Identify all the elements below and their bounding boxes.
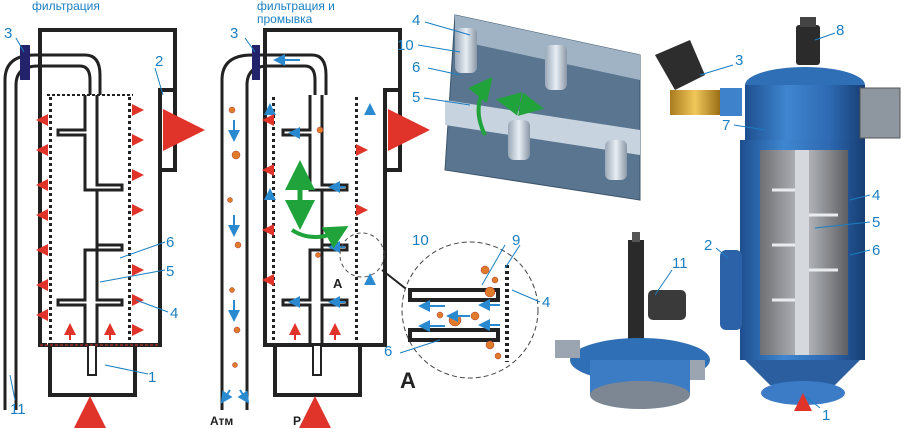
label-3-middle: 3 — [230, 25, 238, 42]
label-10-inset: 10 — [397, 37, 414, 54]
label-6-detail: 6 — [384, 343, 392, 360]
schematic-filtration — [3, 28, 205, 428]
label-4-left: 4 — [170, 305, 178, 322]
label-2-right: 2 — [704, 237, 712, 254]
label-3-left: 3 — [4, 25, 12, 42]
label-5-left: 5 — [166, 263, 174, 280]
label-10-detail: 10 — [412, 232, 429, 249]
label-3-right: 3 — [735, 52, 743, 69]
label-6-inset: 6 — [412, 59, 420, 76]
label-4-detail: 4 — [542, 294, 550, 311]
callouts — [9, 21, 871, 409]
label-11-left: 11 — [10, 401, 26, 418]
label-4-right: 4 — [872, 187, 880, 204]
label-atm: Атм — [210, 414, 233, 428]
label-a-small: А — [333, 276, 343, 291]
caption-filtration: фильтрация — [32, 0, 100, 13]
label-1-right: 1 — [822, 407, 830, 424]
label-2-left: 2 — [155, 53, 163, 70]
detail-a — [401, 241, 539, 379]
label-6-right: 6 — [872, 242, 880, 259]
label-1-left: 1 — [148, 369, 156, 386]
label-11-right: 11 — [672, 255, 688, 272]
label-p: Р — [293, 414, 301, 428]
label-a-big: А — [400, 368, 416, 393]
caption-filtration-flushing: фильтрация и промывка — [257, 0, 335, 26]
flush-head-assembly — [555, 232, 710, 409]
label-8: 8 — [836, 22, 844, 39]
label-5-inset: 5 — [412, 89, 420, 106]
schematic-flushing — [220, 28, 430, 428]
label-4-inset: 4 — [412, 12, 420, 29]
label-6-left: 6 — [166, 234, 174, 251]
label-5-right: 5 — [872, 214, 880, 231]
label-9-detail: 9 — [512, 232, 520, 249]
label-7: 7 — [722, 117, 730, 134]
filter-3d — [655, 17, 901, 411]
nozzle-cutaway — [444, 14, 641, 201]
